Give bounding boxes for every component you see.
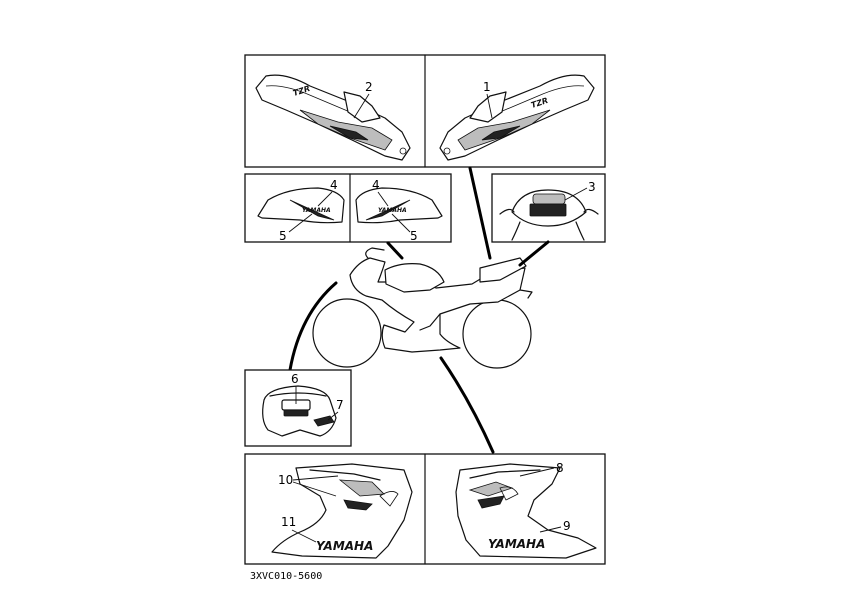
callout-1: 1	[483, 80, 491, 94]
callout-11: 11	[281, 515, 296, 529]
callout-10: 10	[278, 473, 293, 487]
tank-left-brand: YAMAHA	[302, 207, 331, 214]
callout-3: 3	[588, 180, 596, 194]
tank-left: YAMAHA	[257, 187, 345, 224]
callout-6: 6	[291, 372, 299, 386]
panel-front-cowl: 6 7	[244, 369, 352, 447]
panel-side-covers: TZR TZR 2 1	[244, 54, 606, 168]
tank-right: YAMAHA	[355, 187, 443, 224]
callout-4-right: 4	[372, 178, 380, 192]
side-cover-left: TZR	[255, 74, 411, 161]
callout-2: 2	[365, 80, 373, 94]
lower-cowl-left: YAMAHA	[271, 463, 413, 559]
callout-5-left: 5	[279, 229, 287, 243]
tank-right-brand: YAMAHA	[378, 207, 407, 214]
callout-7: 7	[336, 398, 344, 412]
lower-right-brand: YAMAHA	[488, 537, 545, 551]
callout-5-right: 5	[410, 229, 418, 243]
callout-9: 9	[563, 519, 571, 533]
motorcycle-outline	[312, 247, 533, 369]
panel-seat-cowl: 3	[491, 173, 606, 243]
side-cover-right: TZR	[439, 74, 595, 161]
lower-left-brand: YAMAHA	[316, 539, 373, 553]
panel-tank-decals: YAMAHA YAMAHA 4 5 4 5	[244, 173, 452, 243]
pointer-arrows	[288, 166, 550, 454]
callout-8: 8	[556, 461, 564, 475]
panel-lower-cowls: YAMAHA YAMAHA 10 11 8 9	[244, 453, 606, 565]
part-code: 3XVC010-5600	[250, 571, 322, 582]
callout-4-left: 4	[330, 178, 338, 192]
lower-cowl-right: YAMAHA	[455, 463, 597, 559]
